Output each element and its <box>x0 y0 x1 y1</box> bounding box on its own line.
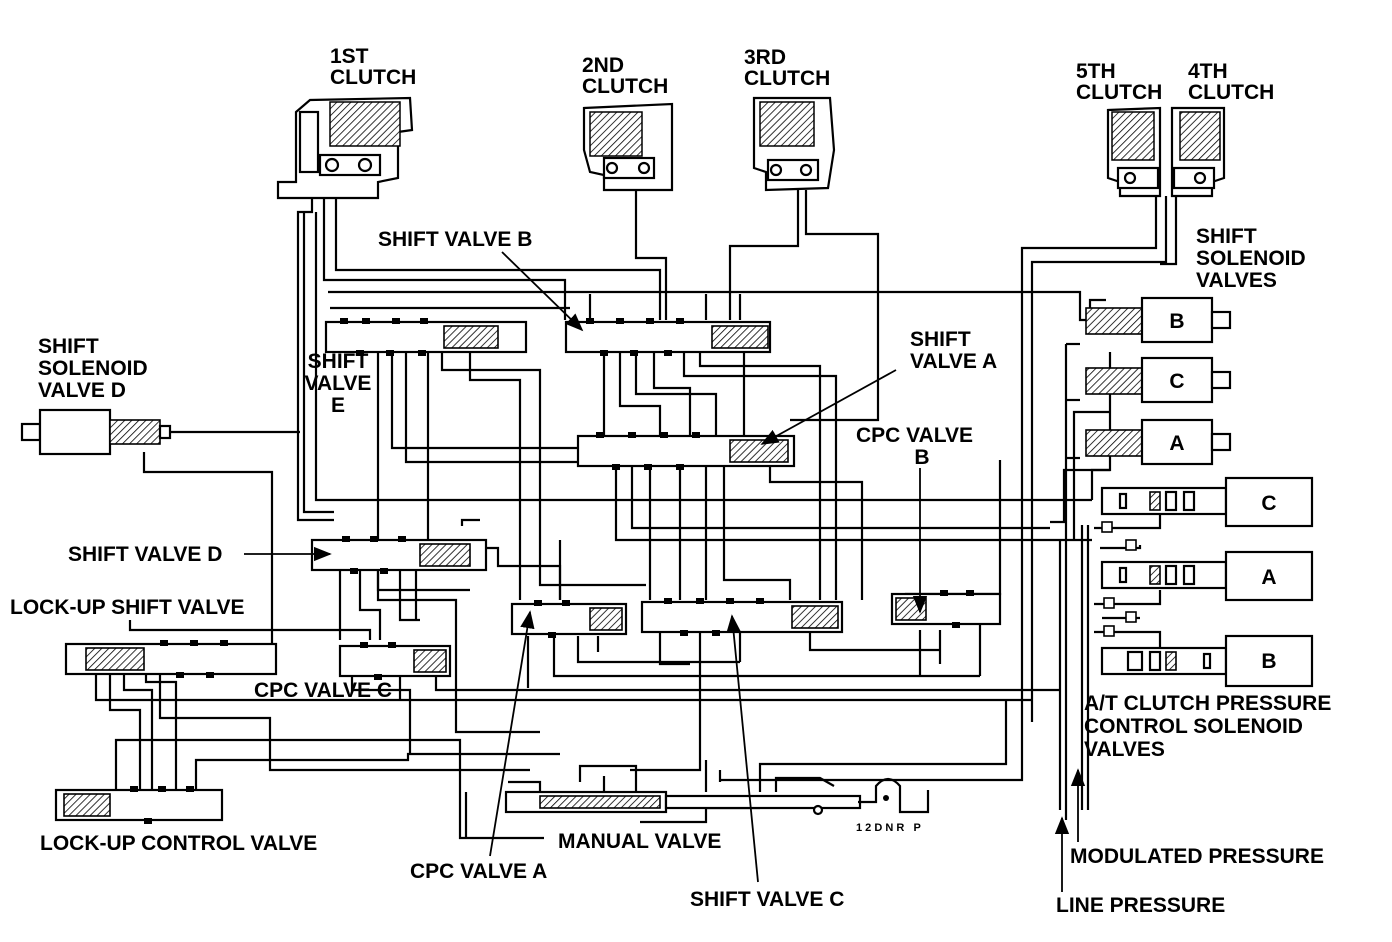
label-shift-valve-e-line3: E <box>331 394 345 417</box>
label-shift-solenoid-valves-line1: SHIFT <box>1196 225 1257 248</box>
cpc-valve-c-body <box>338 642 452 680</box>
pressure-solenoid-b-label: B <box>1261 650 1276 673</box>
label-5th-clutch-line2: CLUTCH <box>1076 81 1162 104</box>
shift-solenoid-b: B <box>1085 296 1232 344</box>
label-lock-up-shift-valve: LOCK-UP SHIFT VALVE <box>10 596 245 619</box>
label-shift-valve-e-line1: SHIFT <box>308 350 369 373</box>
label-cpc-valve-c: CPC VALVE C <box>254 679 392 702</box>
label-5th-clutch-line1: 5TH <box>1076 60 1116 83</box>
pressure-solenoid-b: B <box>1100 634 1314 688</box>
solenoid-a-label: A <box>1169 432 1184 455</box>
label-at-clutch-pressure-line1: A/T CLUTCH PRESSURE <box>1084 692 1331 715</box>
shift-valve-e <box>324 318 528 356</box>
leader-arrows <box>244 251 1086 892</box>
label-shift-valve-c: SHIFT VALVE C <box>690 888 844 911</box>
label-shift-solenoid-valve-d-line3: VALVE D <box>38 379 126 402</box>
label-1st-clutch-line2: CLUTCH <box>330 66 416 89</box>
label-shift-valve-a-line1: SHIFT <box>910 328 971 351</box>
hydraulic-lines <box>94 190 1178 840</box>
clutch-3rd <box>752 96 836 192</box>
lock-up-shift-valve-body <box>64 640 278 678</box>
label-manual-valve-positions: 1 2 D N R P <box>856 822 921 834</box>
label-3rd-clutch-line2: CLUTCH <box>744 67 830 90</box>
label-shift-valve-d: SHIFT VALVE D <box>68 543 222 566</box>
label-at-clutch-pressure-line3: VALVES <box>1084 738 1165 761</box>
clutch-5th-4th <box>1106 106 1226 198</box>
manual-valve-body <box>504 777 930 816</box>
label-3rd-clutch-line1: 3RD <box>744 46 786 69</box>
label-shift-valve-e-line2: VALVE <box>305 372 372 395</box>
label-lock-up-control-valve: LOCK-UP CONTROL VALVE <box>40 832 317 855</box>
shift-valve-b <box>564 318 772 356</box>
label-1st-clutch-line1: 1ST <box>330 45 369 68</box>
pressure-solenoid-a-label: A <box>1261 566 1276 589</box>
label-manual-valve: MANUAL VALVE <box>558 830 721 853</box>
label-cpc-valve-b-line1: CPC VALVE <box>856 424 973 447</box>
pressure-solenoid-c: C <box>1100 476 1314 528</box>
label-shift-solenoid-valves-line2: SOLENOID <box>1196 247 1306 270</box>
lock-up-control-valve-body <box>54 786 224 824</box>
shift-solenoid-valve-d-body <box>20 408 172 456</box>
label-modulated-pressure: MODULATED PRESSURE <box>1070 845 1324 868</box>
shift-valve-c <box>640 598 844 636</box>
label-at-clutch-pressure-line2: CONTROL SOLENOID <box>1084 715 1303 738</box>
solenoid-b-label: B <box>1169 310 1184 333</box>
label-2nd-clutch-line1: 2ND <box>582 54 624 77</box>
clutch-2nd <box>582 102 674 192</box>
label-4th-clutch-line1: 4TH <box>1188 60 1228 83</box>
label-shift-solenoid-valves-line3: VALVES <box>1196 269 1277 292</box>
pressure-solenoid-c-label: C <box>1261 492 1276 515</box>
shift-solenoid-c: C <box>1085 356 1232 404</box>
label-cpc-valve-b-line2: B <box>914 446 929 469</box>
shift-valve-d <box>310 536 488 574</box>
label-4th-clutch-line2: CLUTCH <box>1188 81 1274 104</box>
solenoid-c-label: C <box>1169 370 1184 393</box>
label-2nd-clutch-line2: CLUTCH <box>582 75 668 98</box>
shift-solenoid-a: A <box>1085 418 1232 466</box>
labels: 1ST CLUTCH 2ND CLUTCH 3RD CLUTCH 5TH CLU… <box>10 45 1331 917</box>
label-line-pressure: LINE PRESSURE <box>1056 894 1225 917</box>
clutch-1st <box>276 96 414 200</box>
label-shift-solenoid-valve-d-line2: SOLENOID <box>38 357 148 380</box>
label-shift-valve-a-line2: VALVE A <box>910 350 997 373</box>
label-shift-solenoid-valve-d-line1: SHIFT <box>38 335 99 358</box>
cpc-valve-b-body <box>890 590 1002 628</box>
pressure-solenoid-a: A <box>1100 550 1314 602</box>
label-shift-valve-b: SHIFT VALVE B <box>378 228 532 251</box>
shift-valve-a <box>576 432 796 470</box>
label-cpc-valve-a: CPC VALVE A <box>410 860 547 883</box>
